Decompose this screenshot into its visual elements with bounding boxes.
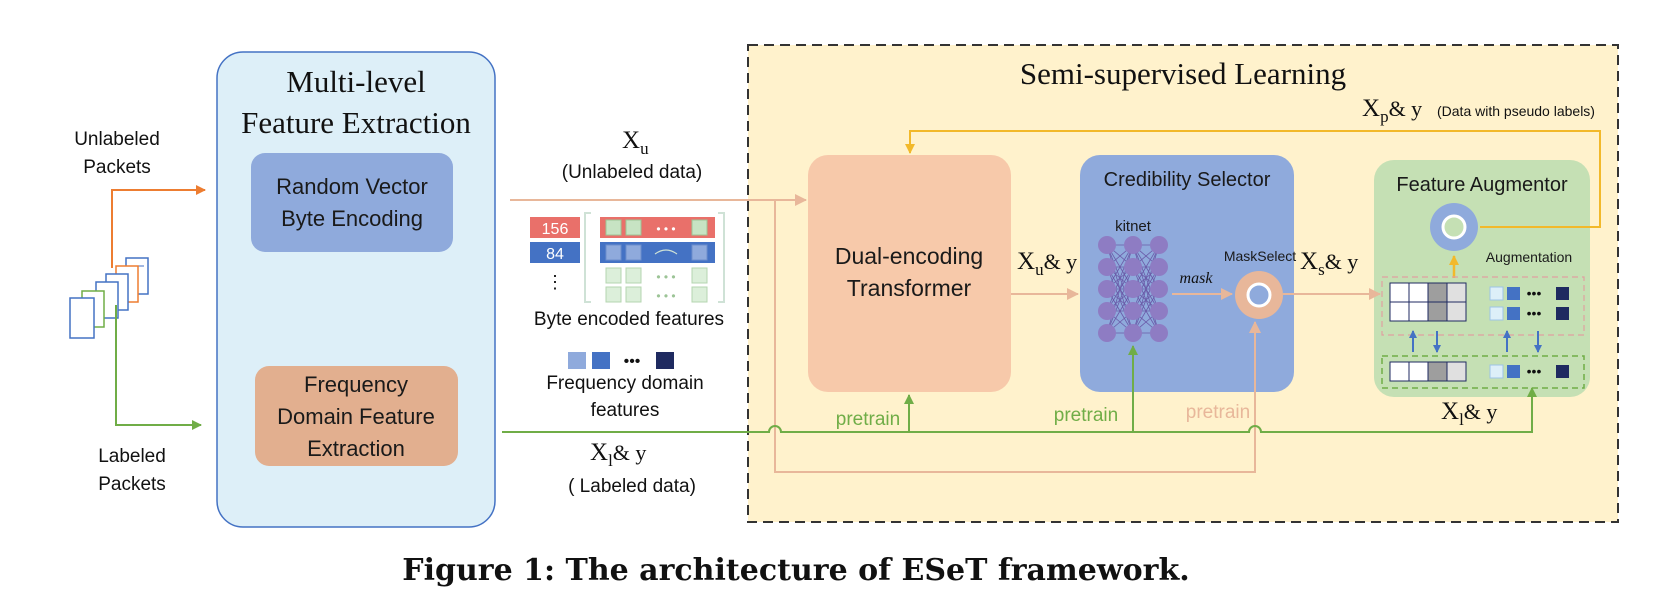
document-stack-icon <box>69 257 149 339</box>
credibility-selector-title: Credibility Selector <box>1104 169 1271 191</box>
unlabeled-packets-line2: Packets <box>83 157 151 178</box>
labeled-data-line <box>502 387 1537 433</box>
xl-augmentor-label: Xl& y <box>1441 398 1497 429</box>
kitnet-neuron <box>1150 302 1168 320</box>
figure-caption: Figure 1: The architecture of ESeT frame… <box>402 553 1189 588</box>
byte-encoding-box <box>251 153 453 252</box>
labeled-feature-grid: ••• <box>1381 355 1585 389</box>
kitnet-neuron <box>1150 236 1168 254</box>
frequency-extraction-line1: Frequency <box>304 372 408 397</box>
kitnet-neuron <box>1098 236 1116 254</box>
xp-note: (Data with pseudo labels) <box>1437 103 1595 119</box>
xuy-label: Xu& y <box>1017 248 1077 279</box>
augmentation-exchange-arrows <box>1409 330 1542 353</box>
byte-encoded-features-graphic: 156 84 ⋮ • • • • • • • • • <box>530 212 725 303</box>
labeled-input-arrow <box>115 305 202 430</box>
dual-encoding-transformer-box <box>808 155 1011 392</box>
pretrain-maskselect-label: pretrain <box>1186 402 1250 423</box>
transformer-line1: Dual-encoding <box>835 243 983 269</box>
svg-text:•••: ••• <box>1527 363 1542 379</box>
kitnet-neurons <box>1098 236 1168 342</box>
kitnet-connection <box>1106 266 1134 334</box>
unlabeled-data-label: (Unlabeled data) <box>562 162 702 183</box>
byte-encoding-line2: Byte Encoding <box>281 206 423 231</box>
frequency-domain-features-graphic: ••• <box>568 352 674 370</box>
pseudo-label-feedback-line <box>905 130 1601 228</box>
augmentor-ring-icon <box>1430 203 1478 251</box>
kitnet-neuron <box>1098 258 1116 276</box>
kitnet-neuron <box>1124 324 1142 342</box>
svg-text:•••: ••• <box>1527 305 1542 321</box>
unlabeled-input-arrow <box>111 185 206 268</box>
extraction-title-line2: Feature Extraction <box>241 105 471 140</box>
xu-label: Xu <box>622 127 649 158</box>
kitnet-connection <box>1132 244 1160 312</box>
kitnet-neuron <box>1124 258 1142 276</box>
augmented-feature-grid: ••• ••• <box>1381 276 1585 336</box>
ssl-title: Semi-supervised Learning <box>1020 56 1346 91</box>
xp-label: Xp& y <box>1362 95 1422 126</box>
svg-text:•••: ••• <box>624 353 641 370</box>
extraction-title-line1: Multi-level <box>286 64 425 99</box>
kitnet-neuron <box>1124 302 1142 320</box>
byte-value-156: 156 <box>542 221 569 238</box>
kitnet-neuron <box>1150 324 1168 342</box>
byte-encoding-line1: Random Vector <box>276 174 428 199</box>
unlabeled-packets-line1: Unlabeled <box>74 129 160 150</box>
xl-label: Xl& y <box>590 439 646 470</box>
transformer-line2: Transformer <box>847 275 972 301</box>
svg-text:• • •: • • • <box>656 289 675 303</box>
pretrain-selector-label: pretrain <box>1054 405 1118 426</box>
svg-text:• • •: • • • <box>656 222 675 236</box>
pretrain-transformer-label: pretrain <box>836 409 900 430</box>
augmentation-label: Augmentation <box>1486 249 1572 265</box>
feature-augmentor-box <box>1374 160 1590 397</box>
maskselect-label: MaskSelect <box>1224 248 1296 264</box>
kitnet-connection <box>1132 266 1160 334</box>
kitnet-connection <box>1106 244 1134 312</box>
kitnet-neuron <box>1098 280 1116 298</box>
svg-text:• • •: • • • <box>656 270 675 284</box>
kitnet-neuron <box>1150 258 1168 276</box>
frequency-extraction-line2: Domain Feature <box>277 404 435 429</box>
labeled-data-label: ( Labeled data) <box>568 476 696 497</box>
frequency-extraction-line3: Extraction <box>307 436 405 461</box>
kitnet-neuron <box>1098 302 1116 320</box>
frequency-extraction-box <box>255 366 458 466</box>
byte-encoded-features-label: Byte encoded features <box>534 309 724 330</box>
feature-augmentor-title: Feature Augmentor <box>1396 174 1568 196</box>
unlabeled-bypass-line <box>774 200 1261 473</box>
frequency-domain-features-line1: Frequency domain <box>546 373 703 394</box>
mask-label: mask <box>1180 270 1214 287</box>
kitnet-neuron <box>1098 324 1116 342</box>
xs-label: Xs& y <box>1300 248 1358 279</box>
frequency-domain-features-line2: features <box>591 400 660 421</box>
kitnet-neuron <box>1124 236 1142 254</box>
maskselect-ring-icon <box>1235 271 1283 319</box>
labeled-packets-line1: Labeled <box>98 446 166 467</box>
byte-ellipsis: ⋮ <box>546 272 564 292</box>
svg-text:•••: ••• <box>1527 285 1542 301</box>
kitnet-neuron <box>1150 280 1168 298</box>
kitnet-neuron <box>1124 280 1142 298</box>
byte-value-84: 84 <box>546 246 564 263</box>
kitnet-label: kitnet <box>1115 218 1152 235</box>
labeled-packets-line2: Packets <box>98 474 166 495</box>
